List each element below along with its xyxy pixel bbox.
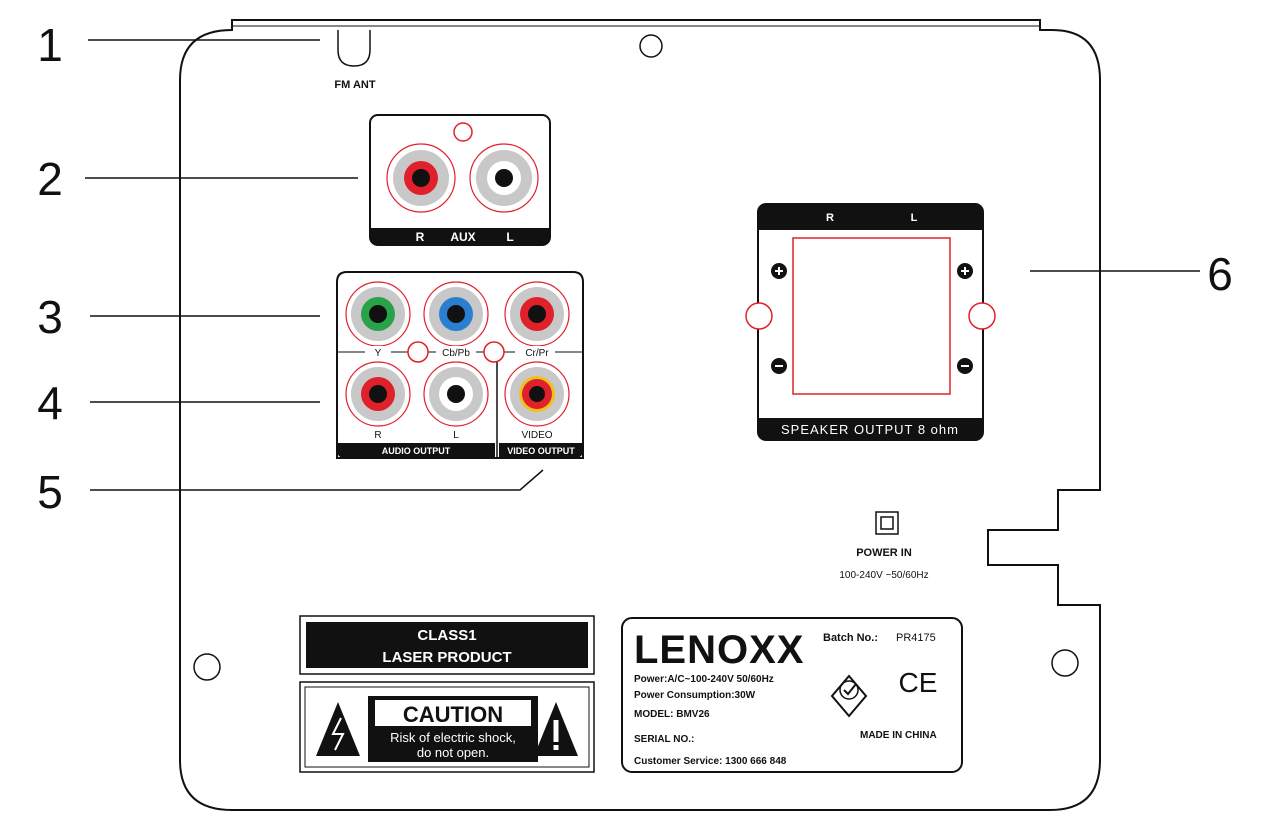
made-in: MADE IN CHINA [860, 730, 937, 741]
component-jack-cr[interactable] [504, 281, 570, 347]
aux-screw [453, 122, 473, 142]
callout-3: 3 [37, 291, 63, 343]
caution-line1: Risk of electric shock, [390, 730, 516, 745]
leader-5 [90, 469, 544, 491]
aux-input-block: R AUX L [369, 114, 551, 246]
mounting-hole-left [193, 653, 221, 681]
component-cb-label: Cb/Pb [442, 348, 470, 359]
customer-service: Customer Service: 1300 666 848 [634, 756, 787, 767]
power-consumption: Power Consumption:30W [634, 690, 756, 701]
speaker-r-label: R [826, 212, 834, 224]
mounting-hole-right [1051, 649, 1079, 677]
ce-mark: CE [899, 667, 938, 698]
rcm-mark-icon [830, 674, 868, 718]
speaker-terminal-panel[interactable] [792, 237, 951, 395]
fm-antenna-socket[interactable] [337, 30, 371, 67]
speaker-l-label: L [911, 212, 918, 224]
speaker-screw-right [968, 302, 996, 330]
video-output-jack[interactable] [504, 361, 570, 427]
speaker-output-block: R L SPEAKER OUTPUT 8 ohm [745, 203, 996, 441]
panel-outline [179, 19, 1101, 811]
model-number: MODEL: BMV26 [634, 709, 710, 720]
callouts: 1 2 3 4 5 6 [37, 19, 1233, 518]
aux-l-label: L [506, 230, 513, 244]
video-output-label: VIDEO OUTPUT [507, 446, 575, 456]
callout-5: 5 [37, 466, 63, 518]
laser-line2: LASER PRODUCT [382, 649, 511, 666]
callout-1: 1 [37, 19, 63, 71]
power-in-label: POWER IN [856, 547, 912, 559]
plus-icon [771, 263, 787, 279]
batch-label: Batch No.: [823, 632, 878, 644]
audio-l-label: L [453, 430, 459, 441]
component-screw-right [483, 341, 505, 363]
power-in: POWER IN 100-240V ~50/60Hz [839, 511, 929, 581]
audio-output-label: AUDIO OUTPUT [382, 446, 451, 456]
callout-2: 2 [37, 153, 63, 205]
aux-jack-l[interactable] [469, 143, 539, 213]
callout-6: 6 [1207, 248, 1233, 300]
caution-line2: do not open. [417, 745, 489, 760]
av-output-block: Y Cb/Pb Cr/Pr R L VIDEO AUDIO OUTPUT [336, 271, 584, 459]
aux-r-label: R [416, 230, 425, 244]
caution-title: CAUTION [403, 702, 503, 727]
plus-icon [957, 263, 973, 279]
mounting-holes [193, 34, 1079, 681]
brand-logo: LENOXX [634, 628, 804, 672]
speaker-output-label: SPEAKER OUTPUT 8 ohm [781, 422, 959, 437]
callout-4: 4 [37, 377, 63, 429]
warning-exclamation-icon [534, 702, 578, 756]
power-spec: 100-240V ~50/60Hz [839, 570, 928, 581]
fm-ant-label: FM ANT [334, 79, 375, 91]
component-y-label: Y [375, 348, 382, 359]
component-screw-left [407, 341, 429, 363]
component-cr-label: Cr/Pr [525, 348, 549, 359]
batch-value: PR4175 [896, 632, 936, 644]
minus-icon [771, 358, 787, 374]
aux-jack-r[interactable] [386, 143, 456, 213]
rating-plate: LENOXX Batch No.: PR4175 CE Power:A/C~10… [621, 617, 963, 773]
minus-icon [957, 358, 973, 374]
aux-label: AUX [450, 230, 475, 244]
speaker-screw-left [745, 302, 773, 330]
laser-line1: CLASS1 [417, 627, 476, 644]
laser-product-label: CLASS1 LASER PRODUCT [299, 615, 595, 675]
component-jack-cb[interactable] [423, 281, 489, 347]
electric-shock-icon [316, 702, 360, 756]
audio-output-jack-r[interactable] [345, 361, 411, 427]
power-rating: Power:A/C~100-240V 50/60Hz [634, 674, 774, 685]
audio-r-label: R [374, 430, 381, 441]
video-label: VIDEO [521, 430, 552, 441]
caution-label: CAUTION Risk of electric shock, do not o… [299, 681, 595, 773]
serial-number: SERIAL NO.: [634, 734, 694, 745]
component-jack-y[interactable] [345, 281, 411, 347]
mounting-hole-top [639, 34, 663, 58]
audio-output-jack-l[interactable] [423, 361, 489, 427]
